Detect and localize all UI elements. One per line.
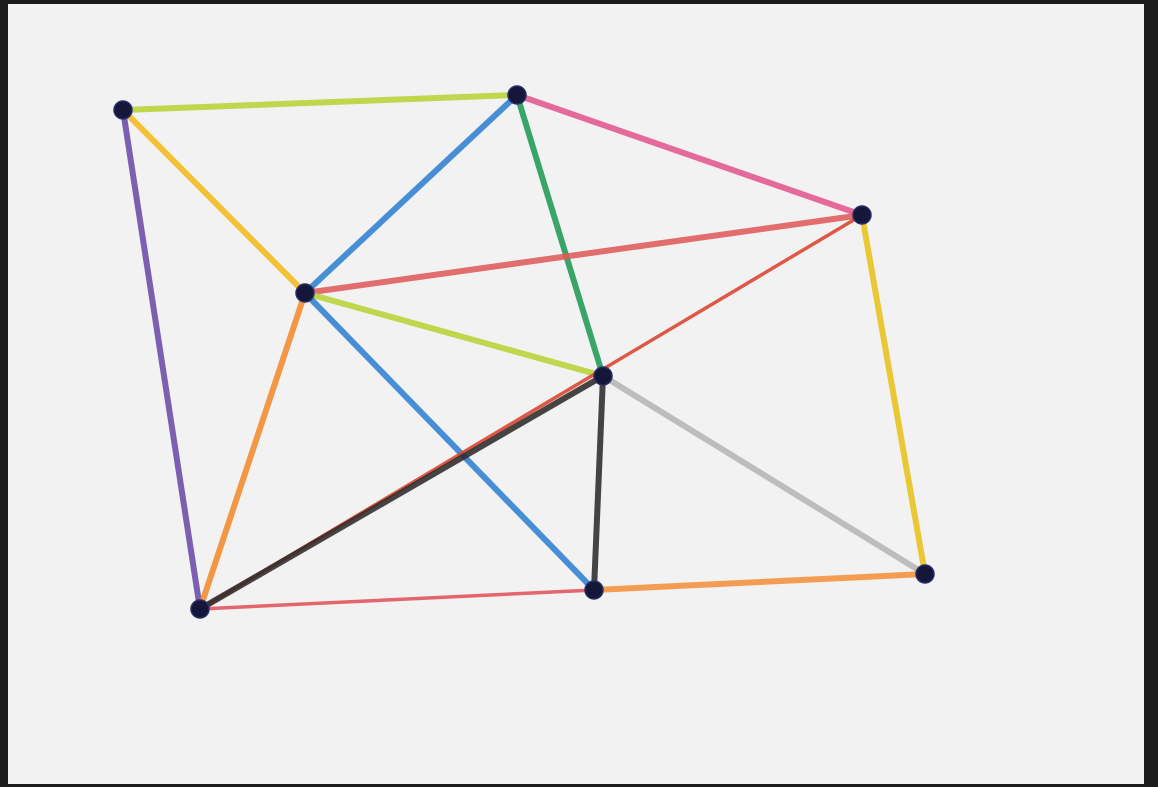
vertex-h — [916, 565, 934, 583]
vertex-e — [853, 206, 871, 224]
vertex-f — [594, 367, 612, 385]
vertex-b — [508, 86, 526, 104]
paper-top-curl — [8, 4, 1144, 14]
vertex-c — [296, 284, 314, 302]
paper-sheet — [8, 10, 1144, 784]
vertex-g — [585, 581, 603, 599]
vertex-d — [191, 600, 209, 618]
vertex-a — [114, 101, 132, 119]
